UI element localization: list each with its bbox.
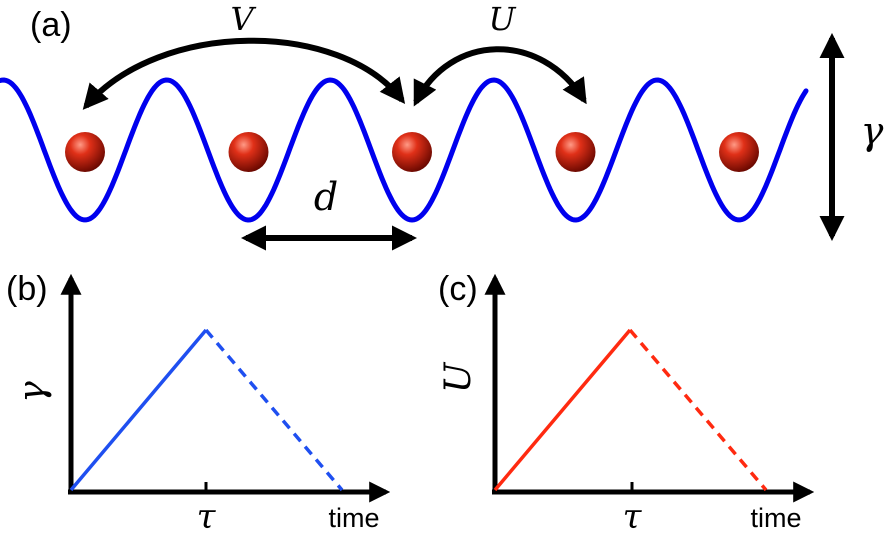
panel-a: (a) V U d γ: [0, 0, 884, 251]
panel-c-ramp-down: [628, 328, 768, 492]
panel-a-label: (a): [30, 6, 72, 44]
panel-c-tau-label: τ: [623, 497, 643, 537]
panel-b-ramp-down: [204, 328, 344, 492]
interaction-label-u: U: [489, 0, 517, 38]
panel-b-label: (b): [6, 270, 48, 308]
panel-b: (b) γ τ time: [6, 270, 391, 537]
atoms-group: [65, 132, 759, 172]
spacing-label-d: d: [314, 175, 338, 219]
panel-c-ramp-up: [493, 328, 632, 492]
interaction-arrow-u: [413, 46, 587, 107]
atom: [392, 132, 432, 172]
lattice-potential: [0, 77, 809, 223]
panel-b-x-label: time: [328, 503, 379, 533]
atom: [65, 132, 105, 172]
panel-c-x-label: time: [750, 503, 801, 533]
atom: [228, 132, 269, 172]
panel-b-y-label: γ: [12, 381, 53, 403]
atom: [719, 132, 759, 172]
panel-b-tau-label: τ: [197, 497, 217, 537]
atom: [555, 132, 596, 172]
hop-arrow-v: [82, 37, 406, 110]
hop-label-v: V: [230, 0, 256, 38]
panel-c: (c) U τ time: [438, 270, 815, 537]
depth-label-gamma: γ: [861, 109, 884, 153]
panel-c-label: (c): [438, 270, 478, 308]
panel-b-ramp-up: [69, 328, 208, 492]
panel-c-y-label: U: [438, 361, 479, 393]
